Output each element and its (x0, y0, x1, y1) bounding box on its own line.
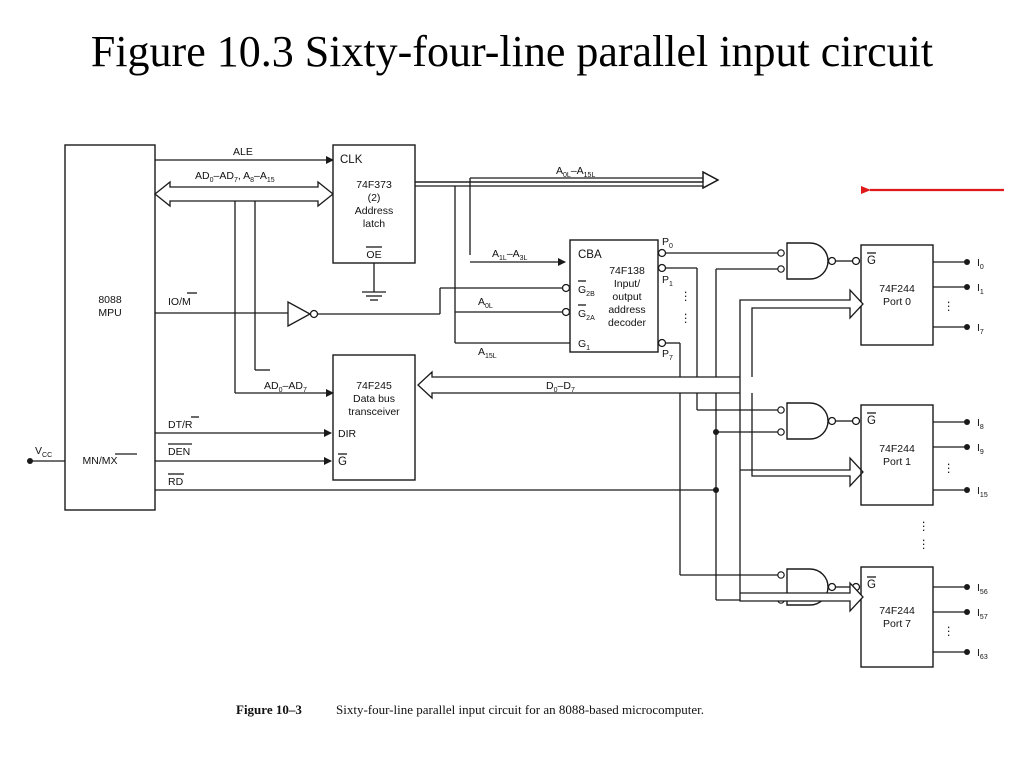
svg-text:G: G (867, 415, 876, 427)
latched-address-bus: A0L–A15L A1L–A3L A0L A15L (415, 165, 720, 360)
address-latch: CLK 74F373 (2) Address latch OE (332, 144, 416, 301)
den-label: DEN (168, 446, 190, 458)
svg-text:⋮: ⋮ (680, 313, 692, 325)
svg-text:Input/: Input/ (614, 278, 640, 290)
svg-text:I7: I7 (977, 322, 984, 336)
svg-text:VCC: VCC (35, 445, 52, 459)
svg-text:P7: P7 (662, 348, 673, 362)
slide-title: Figure 10.3 Sixty-four-line parallel inp… (90, 27, 934, 76)
rd-label: RD (168, 476, 184, 488)
svg-text:transceiver: transceiver (348, 406, 400, 418)
port-7-outputs: ⋮ I56 I57 I63 (933, 582, 988, 661)
svg-text:G: G (867, 255, 876, 267)
svg-text:output: output (612, 291, 641, 303)
svg-text:decoder: decoder (608, 317, 646, 329)
mpu-sub: MPU (98, 307, 121, 319)
svg-text:⋮: ⋮ (918, 539, 930, 551)
port-0: G 74F244 Port 0 (860, 244, 934, 346)
svg-text:74F244: 74F244 (879, 605, 915, 617)
svg-text:74F244: 74F244 (879, 443, 915, 455)
caption-label: Figure 10–3 (236, 702, 302, 717)
svg-text:A0L: A0L (478, 296, 493, 310)
svg-text:I56: I56 (977, 582, 988, 596)
svg-text:D0–D7: D0–D7 (546, 380, 575, 394)
ab-a: AD (195, 170, 210, 182)
latch-oe: OE (366, 249, 381, 261)
svg-text:AD0–AD7: AD0–AD7 (264, 380, 307, 394)
nand-gate-0 (777, 242, 861, 280)
svg-text:(2): (2) (368, 192, 381, 204)
svg-text:I63: I63 (977, 647, 988, 661)
svg-text:⋮: ⋮ (943, 301, 955, 313)
svg-text:G2B: G2B (578, 284, 595, 298)
ale-line: ALE (155, 146, 334, 164)
port-7: G 74F244 Port 7 (860, 566, 934, 668)
nand-gate-1 (777, 402, 861, 440)
mpu-pin-mn-mx: MN/MX (83, 455, 118, 467)
svg-text:CBA: CBA (578, 249, 602, 261)
port-ellipsis: ⋮ (918, 521, 930, 533)
svg-text:Address: Address (355, 205, 394, 217)
figure-caption: Figure 10–3 Sixty-four-line parallel inp… (236, 702, 704, 717)
vcc-source: VCC (27, 445, 65, 464)
svg-text:AD0–AD7, A8–A15: AD0–AD7, A8–A15 (195, 170, 275, 184)
svg-text:G1: G1 (578, 338, 590, 352)
ad-to-transceiver: AD0–AD7 (235, 369, 334, 397)
mpu-name: 8088 (98, 294, 122, 306)
svg-text:P0: P0 (662, 236, 673, 250)
io-m-label: IO/M (168, 296, 191, 308)
vcc-sub: CC (42, 452, 52, 459)
svg-text:74F245: 74F245 (356, 380, 392, 392)
decoder-to-gates (666, 252, 780, 601)
svg-text:A1L–A3L: A1L–A3L (492, 248, 528, 262)
svg-text:I8: I8 (977, 417, 984, 431)
svg-text:I57: I57 (977, 607, 988, 621)
port-0-outputs: ⋮ I0 I1 I7 (933, 257, 984, 336)
svg-text:G: G (867, 579, 876, 591)
mpu-block: 8088 MPU MN/MX (64, 144, 156, 511)
data-transceiver: 74F245 Data bus transceiver DIR G (332, 354, 416, 481)
svg-text:74F373: 74F373 (356, 179, 392, 191)
control-lines: DT/R DEN RD (155, 416, 716, 491)
vcc-label: V (35, 445, 42, 457)
port-1: G 74F244 Port 1 (860, 404, 934, 506)
svg-text:I9: I9 (977, 442, 984, 456)
decoder-ellipsis: ⋮ (680, 291, 692, 303)
svg-text:G: G (338, 456, 347, 468)
data-bus: D0–D7 (417, 288, 864, 613)
caption-text: Sixty-four-line parallel input circuit f… (336, 702, 704, 717)
svg-text:74F244: 74F244 (879, 283, 915, 295)
svg-text:DIR: DIR (338, 428, 357, 440)
svg-text:latch: latch (363, 218, 385, 230)
svg-text:Port 1: Port 1 (883, 456, 911, 468)
svg-text:G2A: G2A (578, 308, 595, 322)
io-m-line: IO/M (155, 283, 571, 328)
ale-label: ALE (233, 146, 253, 158)
svg-text:I0: I0 (977, 257, 984, 271)
svg-text:74F138: 74F138 (609, 265, 645, 277)
address-bus: AD0–AD7, A8–A15 (153, 170, 335, 393)
svg-text:⋮: ⋮ (943, 463, 955, 475)
svg-text:A15L: A15L (478, 346, 497, 360)
svg-text:address: address (608, 304, 645, 316)
svg-text:A0L–A15L: A0L–A15L (556, 165, 595, 179)
svg-text:Port 0: Port 0 (883, 296, 911, 308)
svg-text:⋮: ⋮ (943, 626, 955, 638)
svg-text:Port 7: Port 7 (883, 618, 911, 630)
latch-clk: CLK (340, 154, 363, 166)
address-decoder: CBA 74F138 Input/ output address decoder… (569, 236, 692, 362)
svg-text:I15: I15 (977, 485, 988, 499)
dt-r-label: DT/R (168, 419, 193, 431)
port-1-outputs: ⋮ I8 I9 I15 (933, 417, 988, 499)
svg-text:I1: I1 (977, 282, 984, 296)
svg-text:Data bus: Data bus (353, 393, 395, 405)
svg-text:P1: P1 (662, 274, 673, 288)
